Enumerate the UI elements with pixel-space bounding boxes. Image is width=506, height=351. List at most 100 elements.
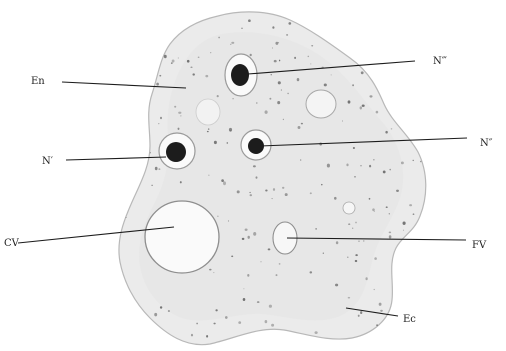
small-vacuole	[196, 99, 220, 125]
granule	[281, 89, 282, 91]
granule	[198, 57, 200, 58]
granule	[231, 255, 233, 257]
granule	[308, 56, 310, 58]
granule	[178, 112, 181, 114]
small-vacuole	[343, 202, 355, 214]
granule	[247, 236, 249, 239]
granule	[310, 63, 311, 64]
granule	[265, 320, 268, 323]
label-n2: N″	[480, 138, 493, 149]
granule	[217, 216, 218, 217]
granule	[385, 131, 387, 134]
granule	[213, 323, 215, 325]
granule	[269, 98, 271, 100]
granule	[231, 42, 234, 44]
label-cv: CV	[4, 238, 20, 249]
granule	[360, 165, 362, 166]
granule	[358, 315, 360, 317]
granule	[168, 310, 170, 312]
granule	[160, 306, 162, 308]
granule	[243, 298, 246, 301]
label-n3: N‴	[433, 56, 447, 67]
granule	[248, 19, 251, 22]
granule	[247, 274, 249, 277]
granule	[279, 263, 281, 265]
granule	[348, 297, 350, 299]
granule	[229, 128, 232, 132]
granule	[205, 75, 208, 77]
granule	[380, 310, 383, 312]
granule	[272, 26, 274, 29]
granule	[265, 110, 268, 114]
granule	[238, 321, 241, 324]
granule	[227, 142, 229, 143]
granule	[355, 260, 358, 262]
granule	[158, 123, 159, 124]
granule	[358, 240, 359, 242]
nucleus-n3	[225, 54, 257, 96]
granule	[301, 123, 303, 125]
granule	[241, 28, 242, 29]
granule	[159, 75, 161, 77]
granule	[389, 169, 391, 171]
granule	[151, 185, 153, 186]
granule	[363, 240, 364, 241]
granule	[268, 248, 271, 250]
granule	[389, 232, 392, 234]
granule	[315, 228, 316, 230]
granule	[223, 181, 226, 185]
granule	[192, 73, 194, 75]
granule	[323, 252, 324, 253]
granule	[260, 261, 261, 262]
granule	[300, 159, 301, 161]
label-en: En	[31, 76, 45, 87]
granule	[310, 271, 313, 273]
nucleus-n1-core	[166, 142, 186, 162]
granule	[276, 274, 278, 276]
granule	[257, 301, 260, 303]
granule	[389, 213, 390, 215]
granule	[287, 93, 289, 94]
granule	[369, 198, 371, 200]
granule	[253, 165, 256, 167]
nucleus-n1	[159, 133, 195, 169]
granule	[403, 221, 406, 224]
granule	[155, 167, 158, 170]
granule	[154, 313, 157, 316]
granule	[265, 190, 267, 192]
granule	[324, 83, 327, 86]
granule	[374, 289, 375, 290]
granule	[187, 60, 190, 63]
granule	[369, 95, 372, 97]
granule	[376, 324, 378, 326]
granule	[269, 305, 272, 308]
granule	[386, 206, 388, 208]
granule	[172, 59, 175, 62]
granule	[232, 98, 234, 99]
granule	[334, 197, 337, 200]
granule	[274, 60, 277, 63]
granule	[158, 168, 160, 170]
granule	[256, 102, 258, 104]
granule	[315, 331, 318, 334]
granule	[279, 60, 280, 62]
granule	[180, 181, 182, 183]
label-n1: N′	[42, 156, 54, 167]
granule	[277, 101, 280, 104]
granule	[171, 62, 173, 64]
granule	[362, 104, 365, 106]
granule	[214, 141, 217, 144]
granule	[271, 198, 272, 199]
granule	[273, 188, 275, 191]
granule	[278, 42, 279, 43]
granule	[327, 164, 330, 168]
label-fv: FV	[472, 240, 487, 251]
granule	[311, 45, 313, 46]
granule	[365, 277, 367, 280]
granule	[420, 161, 422, 163]
granule	[243, 288, 244, 289]
granule	[249, 192, 251, 193]
granule	[355, 254, 358, 256]
granule	[282, 187, 284, 189]
